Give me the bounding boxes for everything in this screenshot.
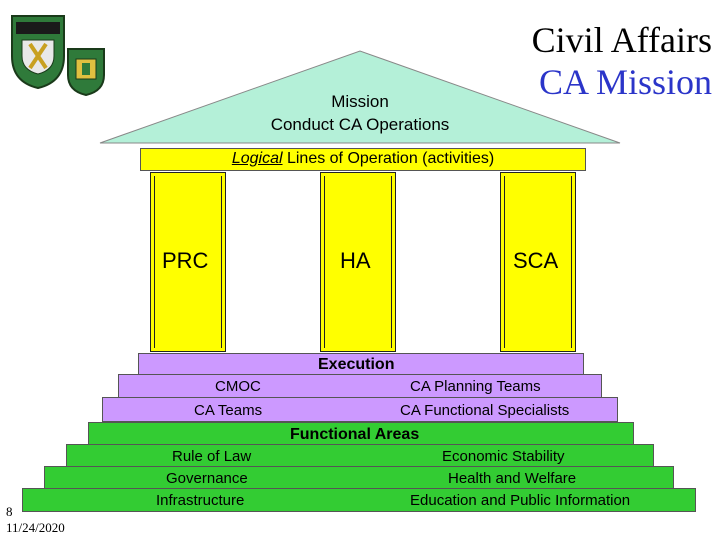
- logical-lines-italic: Logical: [231, 150, 283, 167]
- execution-header: Execution: [318, 356, 395, 373]
- execution-right-2: CA Functional Specialists: [400, 402, 570, 419]
- roof-conduct-label: Conduct CA Operations: [270, 115, 450, 134]
- functional-right-2: Health and Welfare: [448, 470, 577, 487]
- column-label-ha: HA: [340, 248, 371, 273]
- logical-lines-bar: Logical Lines of Operation (activities): [140, 148, 586, 171]
- airborne-crest-logo: [11, 15, 65, 90]
- column-prc: [150, 172, 226, 352]
- execution-right-1: CA Planning Teams: [410, 378, 541, 395]
- execution-step-3: [102, 397, 618, 422]
- functional-left-1: Rule of Law: [172, 448, 252, 465]
- column-label-sca: SCA: [513, 248, 559, 273]
- column-ha: [320, 172, 396, 352]
- roof-triangle: [99, 50, 621, 144]
- execution-left-1: CMOC: [215, 378, 261, 395]
- column-sca: [500, 172, 576, 352]
- functional-right-1: Economic Stability: [442, 448, 565, 465]
- functional-step-3: [44, 466, 674, 489]
- ca-regimental-crest-logo: [67, 48, 105, 97]
- footer-date: 11/24/2020: [6, 520, 65, 535]
- logical-lines-label: Lines of Operation (activities): [282, 150, 495, 167]
- functional-step-4: [22, 488, 696, 512]
- title-line1: Civil Affairs: [531, 20, 712, 60]
- functional-header: Functional Areas: [290, 426, 420, 443]
- execution-left-2: CA Teams: [194, 402, 263, 419]
- functional-left-2: Governance: [166, 470, 248, 487]
- functional-left-3: Infrastructure: [156, 492, 245, 509]
- title-line2: CA Mission: [538, 62, 712, 102]
- functional-step-2: [66, 444, 654, 467]
- roof-mission-label: Mission: [331, 92, 389, 111]
- functional-right-3: Education and Public Information: [410, 492, 631, 509]
- page-number: 8: [6, 504, 13, 519]
- column-label-prc: PRC: [162, 248, 209, 273]
